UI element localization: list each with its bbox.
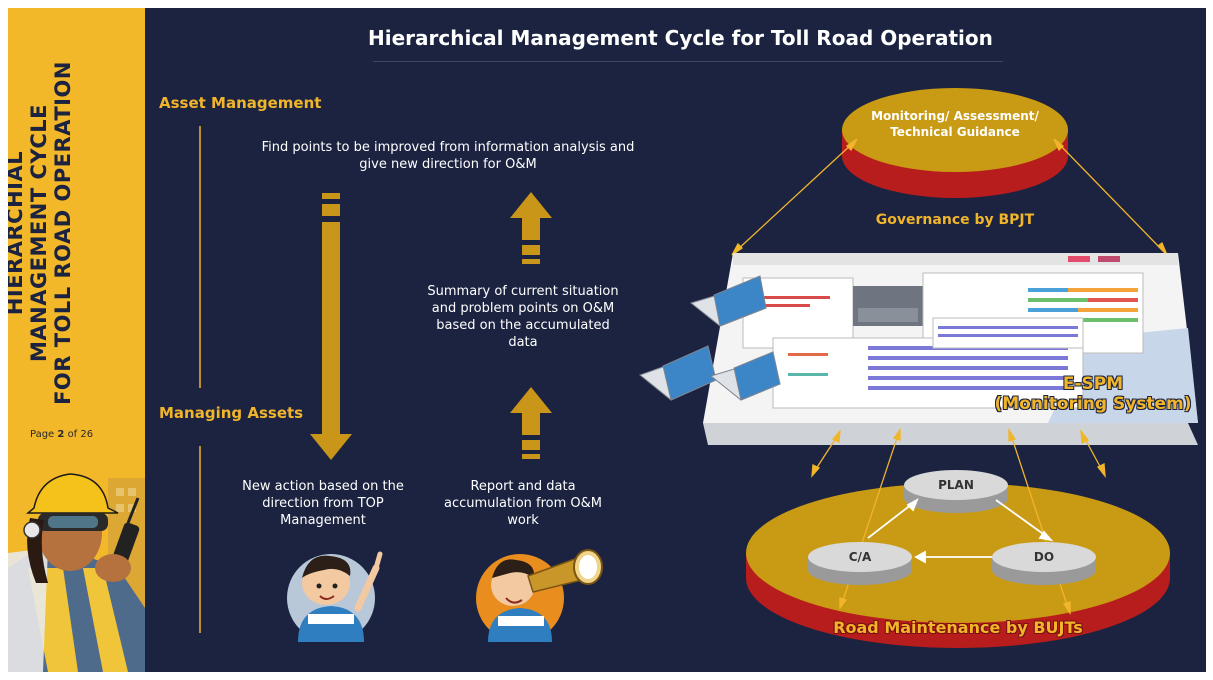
road-maintenance-label: Road Maintenance by BUJTs	[833, 618, 1083, 637]
character-pointing-illustration	[287, 551, 383, 642]
page-number: Page 2 of 26	[30, 429, 93, 440]
monitoring-text: Monitoring/ Assessment/ Technical Guidan…	[871, 109, 1039, 139]
governance-label: Governance by BPJT	[875, 212, 1035, 228]
governance-connectors	[731, 138, 1168, 256]
espm-label-line-1: E-SPM	[1062, 374, 1124, 394]
summary-text: Summary of current situation and problem…	[427, 284, 619, 350]
find-points-text: Find points to be improved from informat…	[261, 140, 635, 172]
pdca-cycle-arrows	[867, 497, 1054, 564]
laptop-icon-3	[709, 351, 781, 401]
ca-puck	[808, 542, 912, 585]
character-telescope-illustration	[476, 549, 603, 642]
up-arrow-bottom	[510, 387, 552, 459]
laptop-icon-2	[638, 345, 717, 401]
managing-assets-label: Managing Assets	[159, 404, 304, 422]
laptop-icon-1	[689, 275, 767, 327]
report-text: Report and data accumulation from O&M wo…	[444, 479, 602, 528]
plan-label: PLAN	[938, 478, 974, 492]
do-label: DO	[1033, 550, 1055, 564]
page-word: Page	[30, 429, 55, 440]
slide: HIERARCHIAL MANAGEMENT CYCLE FOR TOLL RO…	[8, 8, 1206, 672]
espm-label-line-2: (Monitoring System)	[994, 394, 1192, 414]
plan-puck	[904, 470, 1008, 513]
worker-illustration	[8, 473, 145, 672]
asset-management-label: Asset Management	[159, 94, 322, 112]
espm-platform	[703, 253, 1198, 445]
sidebar: HIERARCHIAL MANAGEMENT CYCLE FOR TOLL RO…	[8, 8, 145, 672]
ca-label: C/A	[848, 550, 872, 564]
page-title: Hierarchical Management Cycle for Toll R…	[368, 26, 993, 50]
do-puck	[992, 542, 1096, 585]
title-divider	[373, 61, 1003, 62]
monitoring-disk	[842, 88, 1068, 198]
new-action-text: New action based on the direction from T…	[242, 479, 404, 528]
page-current: 2	[57, 429, 65, 440]
page-of: of 26	[67, 429, 94, 440]
diagram-graphics	[199, 88, 1198, 648]
espm-label: E-SPM (Monitoring System)	[988, 374, 1198, 414]
up-arrow-top	[510, 192, 552, 264]
down-arrow	[310, 193, 352, 460]
